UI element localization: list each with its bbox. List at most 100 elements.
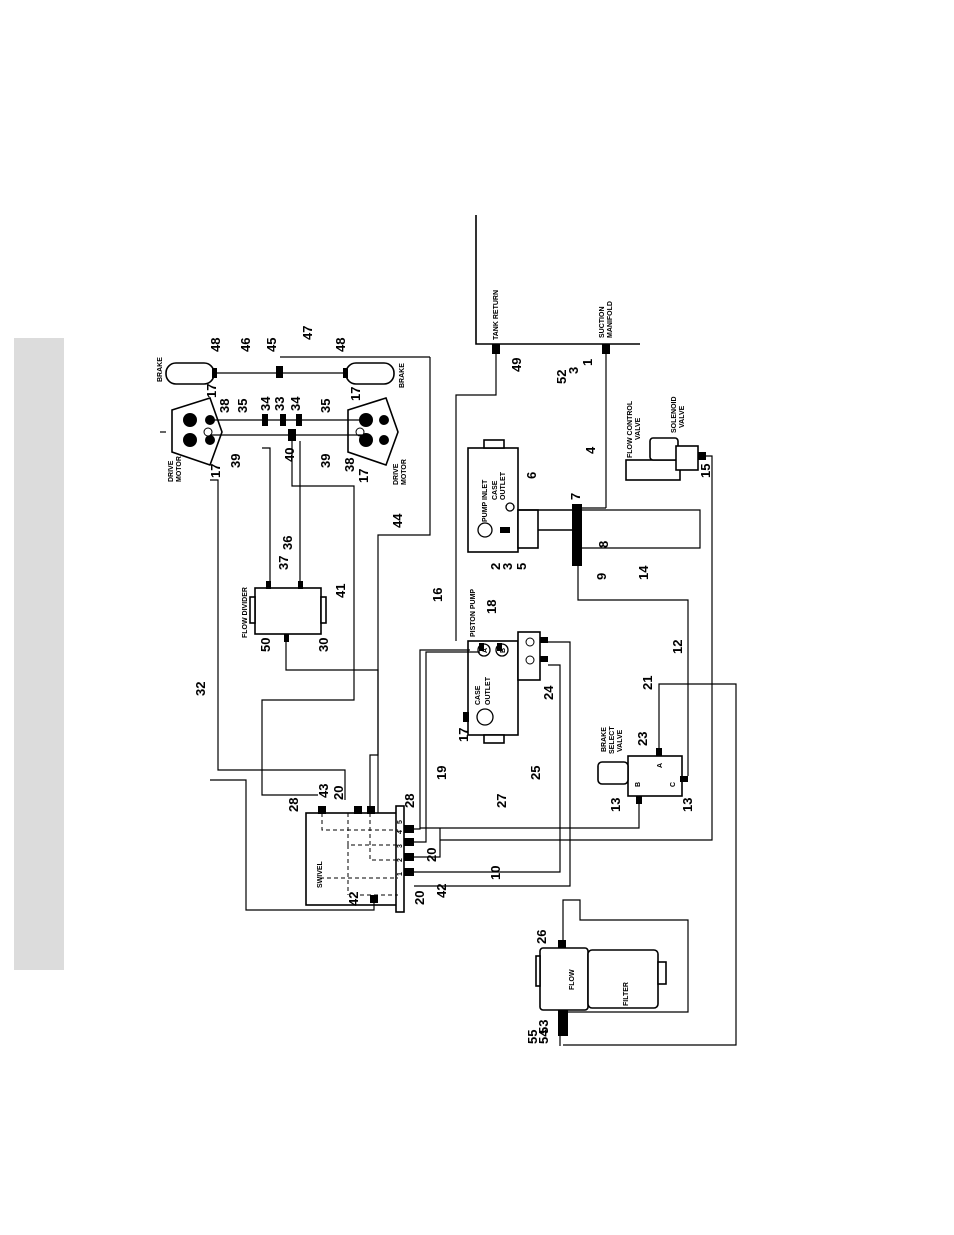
callout-28-b: 28 <box>402 794 417 808</box>
drive-motor-label-bottom-2: MOTOR <box>401 459 408 485</box>
line-14 <box>582 509 701 549</box>
callout-10: 10 <box>488 866 503 880</box>
case-outlet-upper-label-1: CASE <box>492 480 499 500</box>
fitting-49 <box>492 344 500 354</box>
brake-label-top: BRAKE <box>157 357 164 382</box>
line-32 <box>210 479 346 800</box>
flow-divider-label: FLOW DIVIDER <box>242 587 249 638</box>
fitting-45 <box>276 366 283 378</box>
callout-17-e: 17 <box>456 728 471 742</box>
callout-42-a: 42 <box>346 892 361 906</box>
callout-44: 44 <box>390 513 405 528</box>
pump-inlet-port <box>477 522 493 538</box>
callout-9: 9 <box>594 573 609 580</box>
callout-40: 40 <box>282 448 297 462</box>
callout-42-b: 42 <box>434 884 449 898</box>
flow-divider-tab-right <box>320 596 327 624</box>
fitting-40 <box>288 429 296 441</box>
callout-33: 33 <box>272 397 287 411</box>
fitting-26 <box>558 940 566 948</box>
swivel-port-4-label: 4 <box>397 830 404 834</box>
fitting-13-b <box>636 796 642 804</box>
case-outlet-lower-label-1: CASE <box>475 685 482 705</box>
suction-manifold-label-2: MANIFOLD <box>607 301 614 338</box>
line-25-b <box>414 641 571 887</box>
pump-inlet-housing <box>467 447 519 553</box>
callout-8: 8 <box>596 541 611 548</box>
swivel-port-5-label: 5 <box>397 820 404 824</box>
fitting-37-a <box>266 581 271 589</box>
callout-23: 23 <box>635 732 650 746</box>
case-outlet-lower-port <box>476 708 494 726</box>
callout-17-b: 17 <box>348 387 363 401</box>
drive-motor-label-top-2: MOTOR <box>176 456 183 482</box>
callout-20-c: 20 <box>412 891 427 905</box>
fitting-53-54 <box>558 1010 568 1036</box>
flow-label: FLOW <box>569 969 576 990</box>
swivel-label: SWIVEL <box>317 860 324 888</box>
fitting-13-c <box>680 776 688 782</box>
callout-20-b: 20 <box>424 848 439 862</box>
line-10 <box>440 455 713 841</box>
filter-inlet-tab <box>535 955 541 987</box>
callout-3-b: 3 <box>500 563 515 570</box>
fitting-37-b <box>298 581 303 589</box>
line-21 <box>563 683 737 1046</box>
valve-port-b-label: B <box>635 782 642 787</box>
callout-7: 7 <box>568 493 583 500</box>
fitting-33 <box>280 414 286 426</box>
filter-cap <box>657 961 667 985</box>
callout-1: 1 <box>580 359 595 366</box>
callout-17-d: 17 <box>356 469 371 483</box>
fitting-20-swivel-b <box>404 853 414 861</box>
fitting-20-top-a <box>354 806 362 814</box>
callout-28-a: 28 <box>286 798 301 812</box>
port-b-label: B <box>500 648 507 653</box>
callout-47: 47 <box>300 326 315 340</box>
callout-20-a: 20 <box>331 786 346 800</box>
fitting-18-a <box>479 643 484 651</box>
callout-36: 36 <box>280 536 295 550</box>
case-outlet-upper-label-2: OUTLET <box>500 471 507 500</box>
callout-18: 18 <box>484 600 499 614</box>
callout-2: 2 <box>488 563 503 570</box>
fitting-48-bottom <box>343 368 348 378</box>
callout-54: 54 <box>536 1029 551 1044</box>
flow-control-valve-label-1: FLOW CONTROL <box>627 400 634 458</box>
callout-17-a: 17 <box>204 384 219 398</box>
callout-26: 26 <box>534 930 549 944</box>
line-19-b <box>414 651 480 843</box>
callout-3-a: 3 <box>566 367 581 374</box>
fitting-50 <box>284 634 289 642</box>
callout-39-a: 39 <box>228 454 243 468</box>
side-margin-bar <box>14 338 64 970</box>
line-12 <box>577 566 689 776</box>
fitting-24-b <box>540 656 548 662</box>
fitting-34-a <box>262 414 268 426</box>
pump-inlet-shaft <box>483 439 505 449</box>
valve-port-c-label: C <box>670 782 677 787</box>
callout-35-a: 35 <box>235 399 250 413</box>
callout-34-b: 34 <box>288 396 303 411</box>
callout-21: 21 <box>640 676 655 690</box>
piston-pump-label: PISTON PUMP <box>470 589 477 637</box>
callout-45: 45 <box>264 338 279 352</box>
swivel-port-1-label: 1 <box>397 872 404 876</box>
callout-17-c: 17 <box>208 464 223 478</box>
callout-24: 24 <box>541 685 556 700</box>
line-10-swivel <box>414 828 441 858</box>
callout-15: 15 <box>698 464 713 478</box>
line-36-a <box>262 447 271 581</box>
callout-46: 46 <box>238 338 253 352</box>
fitting-5 <box>500 527 510 533</box>
line-25-a <box>414 664 561 873</box>
fitting-20-swivel-a <box>404 838 414 846</box>
callout-49: 49 <box>509 358 524 372</box>
line-44 <box>369 357 431 810</box>
callout-55: 55 <box>525 1030 540 1044</box>
fitting-20-top-b <box>367 806 375 814</box>
brake-select-valve-label-2: SELECT <box>609 726 616 754</box>
line-16 <box>455 354 497 641</box>
swivel-internal-passages <box>320 813 398 896</box>
callout-6: 6 <box>524 472 539 479</box>
